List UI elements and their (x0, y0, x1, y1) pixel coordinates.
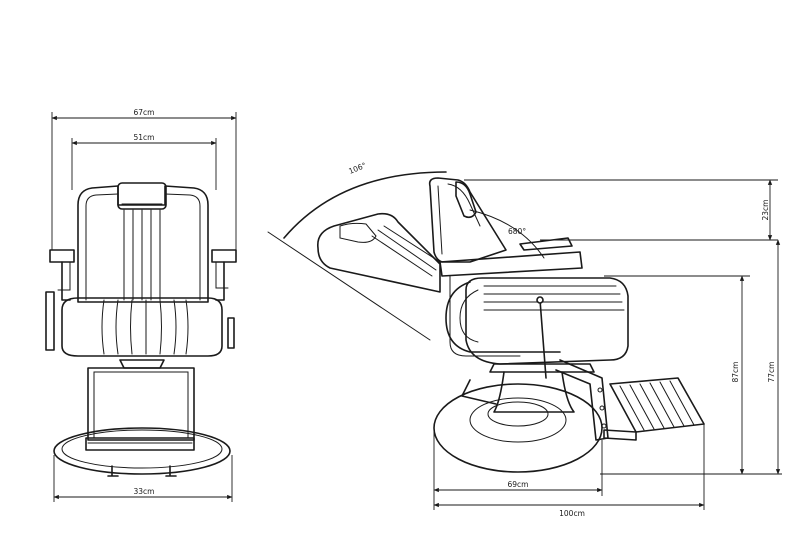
dimension-seat-width: 51cm (71, 133, 217, 190)
dimension-total-depth: 100cm (433, 424, 705, 518)
side-backrest: 680° (428, 177, 545, 263)
dimension-base-diameter: 33cm (53, 455, 233, 502)
side-footrest (603, 377, 705, 441)
base-depth-label: 69cm (508, 480, 529, 489)
dimension-base-depth: 69cm (433, 428, 603, 510)
side-lever (536, 296, 547, 379)
dimension-total-height: 77cm (600, 239, 782, 475)
base-diameter-label: 33cm (134, 487, 155, 496)
recline-arc: 106° (267, 161, 447, 341)
overall-width-label: 67cm (134, 108, 155, 117)
front-base (53, 427, 231, 477)
back-angle-label: 680° (508, 227, 526, 236)
side-base (433, 383, 603, 473)
front-view: 67cm 51cm (45, 108, 237, 502)
seat-height-label: 87cm (731, 362, 740, 383)
headrest-height-label: 23cm (761, 200, 770, 221)
dimension-overall-width: 67cm (51, 108, 237, 250)
front-seat (61, 297, 223, 357)
side-pedestal (461, 359, 609, 441)
recline-angle-label: 106° (347, 161, 367, 176)
seat-width-label: 51cm (134, 133, 155, 142)
side-view: 106° 680° (267, 161, 782, 518)
total-depth-label: 100cm (559, 509, 585, 518)
total-height-label: 77cm (767, 362, 776, 383)
side-seat (445, 277, 629, 365)
reclined-backrest-ghost (317, 212, 441, 293)
front-backrest (77, 182, 209, 303)
side-armrest (439, 237, 583, 357)
front-pedestal (87, 359, 195, 441)
dimension-headrest-height: 23cm (464, 179, 778, 241)
dimension-seat-height: 87cm (604, 275, 750, 475)
